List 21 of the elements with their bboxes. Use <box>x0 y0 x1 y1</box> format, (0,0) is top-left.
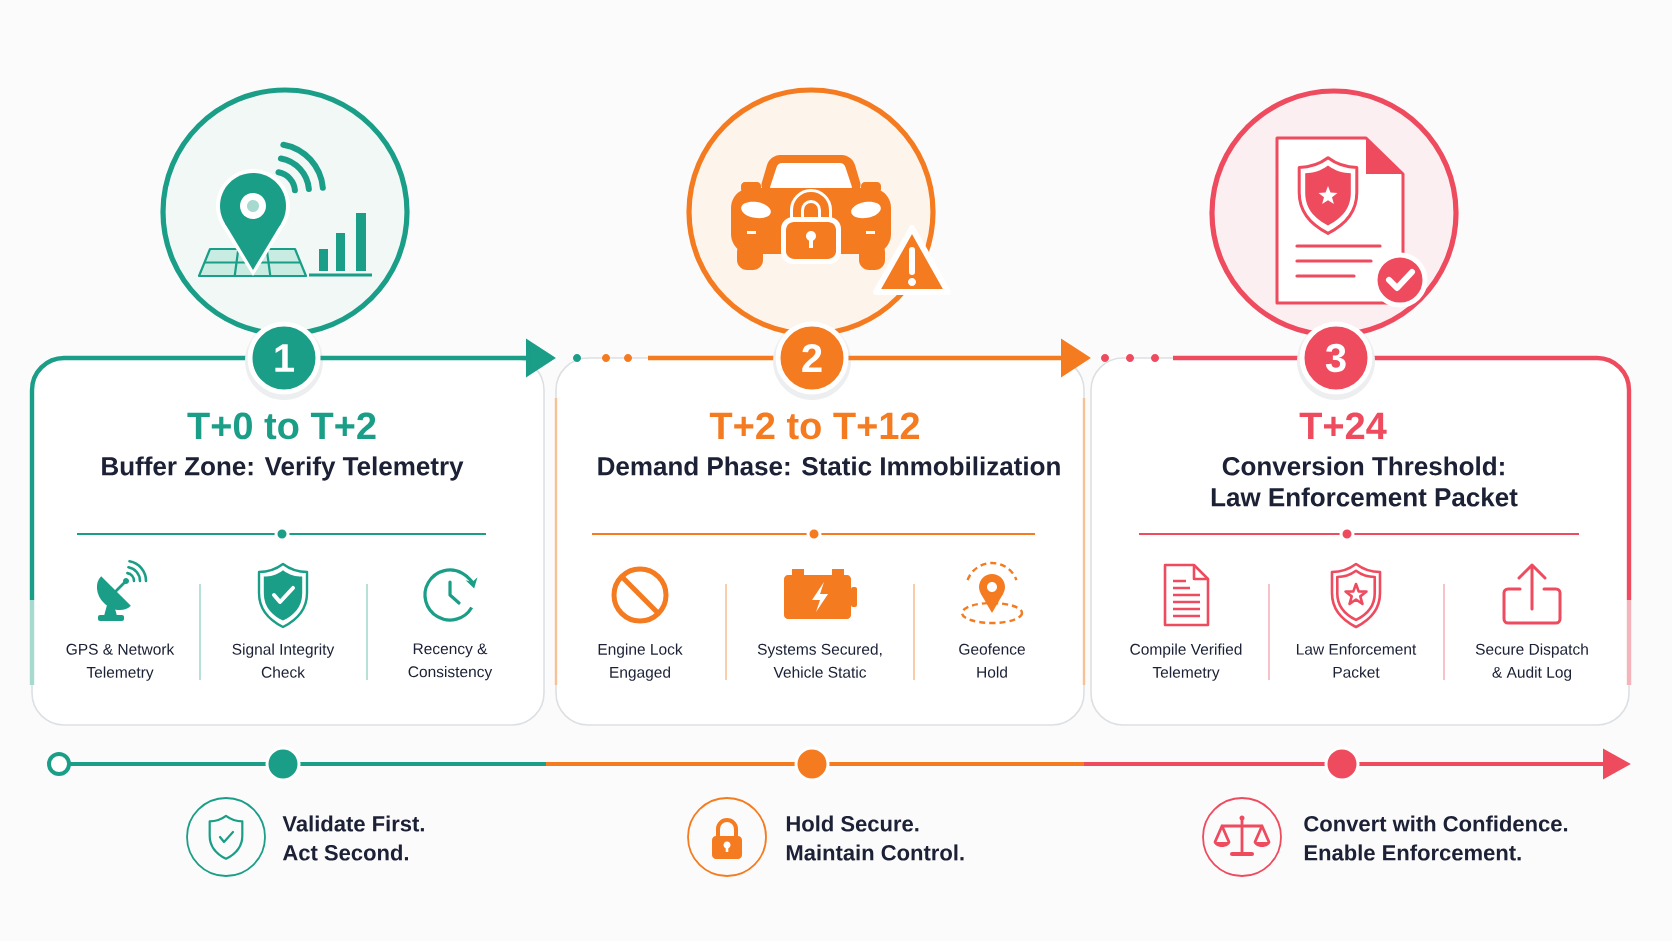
step-label: Signal Integrity Check <box>232 643 335 678</box>
motto-text: Hold Secure. Maintain Control. <box>786 815 964 861</box>
step-label: Engine Lock Engaged <box>598 643 683 681</box>
phase-time: T+24 <box>1299 412 1387 439</box>
phase-time: T+2 to T+12 <box>709 412 920 440</box>
number-badge: 3 <box>1297 321 1375 400</box>
number-badge: 2 <box>773 321 851 400</box>
phase-title: Buffer Zone: Verify Telemetry <box>102 456 464 481</box>
step-label: Compile Verified Telemetry <box>1130 643 1242 681</box>
step-label: GPS & Network Telemetry <box>66 643 175 681</box>
step-label: Recency & Consistency <box>408 643 493 681</box>
motto-text: Convert with Confidence. Enable Enforcement. <box>1304 815 1568 861</box>
step-label: Geofence Hold <box>959 643 1025 678</box>
number-badge: 1 <box>245 321 323 400</box>
phase-title: Demand Phase: Static Immobilization <box>598 456 1060 476</box>
step-label: Systems Secured, Vehicle Static <box>757 643 882 678</box>
step-label: Law Enforcement Packet <box>1297 643 1417 678</box>
phase-title: Conversion Threshold: Law Enforcement Packet <box>1211 456 1518 507</box>
phase-time: T+0 to T+2 <box>187 412 376 440</box>
motto-text: Validate First. Act Second. <box>282 815 424 861</box>
step-label: Secure Dispatch & Audit Log <box>1475 643 1588 681</box>
